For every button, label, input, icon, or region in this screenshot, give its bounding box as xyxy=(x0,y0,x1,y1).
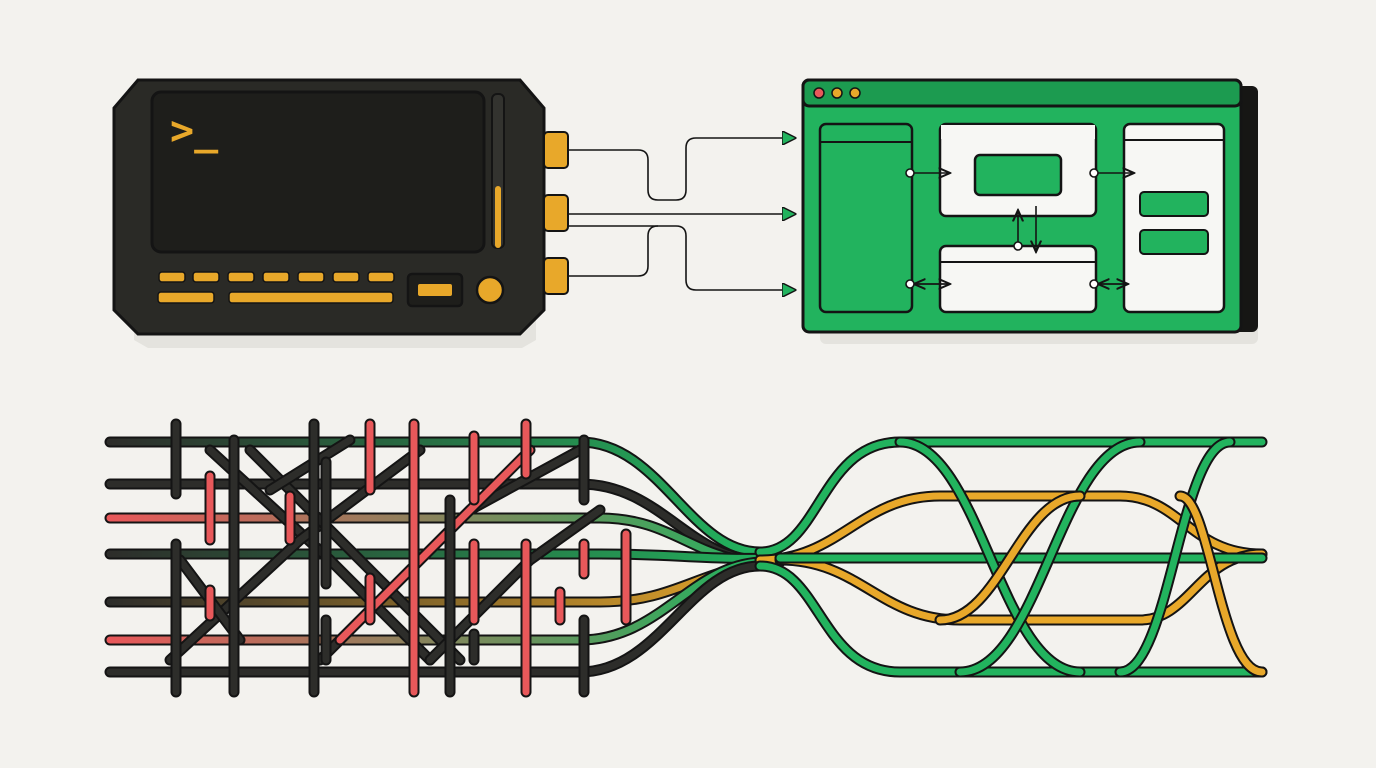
strand-black xyxy=(106,438,764,556)
app-window xyxy=(801,78,1258,344)
vertical-strands xyxy=(170,418,632,698)
power-knob[interactable] xyxy=(475,275,505,305)
right-panel xyxy=(1122,122,1226,314)
organized-strands xyxy=(754,436,1268,678)
terminal-screen xyxy=(150,90,486,254)
connector-middle-2 xyxy=(568,225,795,290)
space-bar[interactable] xyxy=(228,291,394,304)
keypad xyxy=(157,271,395,304)
close-dot[interactable] xyxy=(813,87,825,99)
top-panel-button[interactable] xyxy=(973,153,1063,197)
connector-lines xyxy=(568,138,795,290)
port-top[interactable] xyxy=(543,131,569,169)
horizontal-strands xyxy=(104,436,786,678)
tangled-wires xyxy=(104,418,1268,698)
key[interactable] xyxy=(227,271,255,283)
strand-black xyxy=(106,562,764,676)
flow-node xyxy=(1089,168,1099,178)
port-bottom[interactable] xyxy=(543,257,569,295)
key[interactable] xyxy=(297,271,325,283)
wide-key[interactable] xyxy=(157,291,215,304)
output-ports xyxy=(543,131,569,295)
key[interactable] xyxy=(158,271,186,283)
flow-node xyxy=(905,168,915,178)
key[interactable] xyxy=(332,271,360,283)
main-panel-top-band xyxy=(941,125,1095,139)
connector-top xyxy=(568,138,795,201)
minimize-dot[interactable] xyxy=(831,87,843,99)
port-middle[interactable] xyxy=(543,194,569,232)
key[interactable] xyxy=(367,271,395,283)
flow-node xyxy=(905,279,915,289)
key[interactable] xyxy=(192,271,220,283)
connector-bottom xyxy=(568,225,659,277)
scroll-indicator[interactable] xyxy=(495,186,501,248)
right-panel-button-1[interactable] xyxy=(1139,191,1209,217)
maximize-dot[interactable] xyxy=(849,87,861,99)
sidebar-panel xyxy=(818,122,914,314)
terminal-device: >_ xyxy=(112,78,569,348)
main-panel-bottom xyxy=(938,244,1098,314)
right-panel-button-2[interactable] xyxy=(1139,229,1209,255)
flow-node xyxy=(1013,241,1023,251)
terminal-prompt-icon: >_ xyxy=(170,108,219,154)
title-bar xyxy=(801,78,1243,108)
flow-node xyxy=(1089,279,1099,289)
key[interactable] xyxy=(262,271,290,283)
status-light xyxy=(418,284,452,296)
panel-flow-arrows xyxy=(905,168,1134,289)
